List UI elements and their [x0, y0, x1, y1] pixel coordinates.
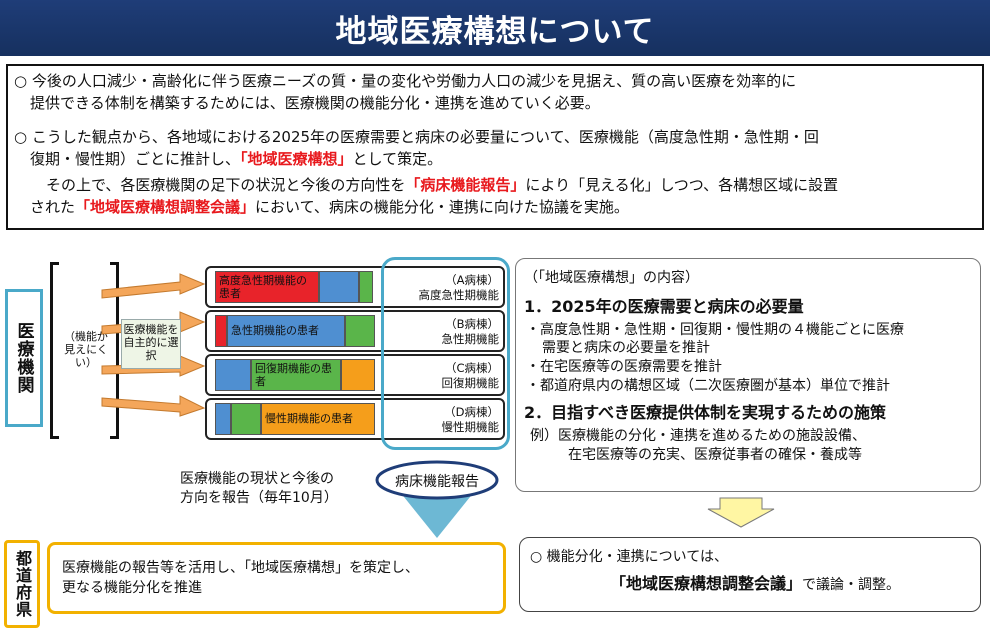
plan-item1-bullet: 需要と病床の必要量を推計 [542, 340, 710, 356]
highlight-byosho-kino-hokoku: 「病床機能報告」 [405, 176, 526, 194]
prefecture-label: 都道府県 [4, 540, 40, 628]
council-box: ○ 機能分化・連携については、 「地域医療構想調整会議」で議論・調整。 [519, 537, 981, 612]
down-arrow-icon [400, 492, 474, 538]
page-header: 地域医療構想について [0, 0, 990, 56]
patient-label-a: 高度急性期機能の患者 [219, 274, 307, 300]
report-oval [375, 460, 499, 500]
plan-item2-example: 在宅医療等の充実、医療従事者の確保・養成等 [568, 447, 862, 463]
ward-row-c: 回復期機能の患者 （C病棟）回復期機能 [205, 354, 505, 396]
plan-item1-title: 1．2025年の医療需要と病床の必要量 [524, 297, 804, 316]
intro-line: ○ 今後の人口減少・高齢化に伴う医療ニーズの質・量の変化や労働力人口の減少を見据… [14, 72, 797, 90]
prefecture-text-line: 更なる機能分化を推進 [62, 580, 202, 596]
ward-b-label: （B病棟）急性期機能 [441, 317, 500, 346]
plan-item1-bullet: ・高度急性期・急性期・回復期・慢性期の４機能ごとに医療 [526, 322, 904, 338]
patient-label-d: 慢性期機能の患者 [265, 412, 353, 425]
ward-row-d: 慢性期機能の患者 （D病棟）慢性期機能 [205, 398, 505, 440]
ward-row-b: 急性期機能の患者 （B病棟）急性期機能 [205, 310, 505, 352]
ward-function-highlight [381, 257, 510, 450]
prefecture-text-line: 医療機能の報告等を活用し、「地域医療構想」を策定し、 [62, 560, 419, 576]
intro-line: ○ こうした観点から、各地域における2025年の医療需要と病床の必要量について、… [14, 128, 819, 146]
council-text-line: 「地域医療構想調整会議」で議論・調整。 [610, 574, 901, 593]
medical-institution-label: 医療機関 [5, 289, 43, 427]
report-flow-graphic [375, 460, 499, 538]
page-title: 地域医療構想について [335, 13, 655, 50]
highlight-chiiki-iryo-koso: 「地域医療構想」 [240, 150, 353, 168]
plan-item2-example: 例）医療機能の分化・連携を進めるための施設設備、 [530, 428, 866, 444]
unclear-function-note: （機能が見えにくい） [64, 330, 108, 369]
ward-a-label: （A病棟）高度急性期機能 [418, 273, 500, 302]
prefecture-text: 都道府県 [13, 550, 32, 618]
self-select-note: 医療機能を自主的に選択 [121, 319, 181, 369]
intro-line: された「地域医療構想調整会議」において、病床の機能分化・連携に向けた協議を実施。 [30, 198, 629, 216]
patient-label-c: 回復期機能の患者 [255, 362, 332, 388]
report-description: 医療機能の現状と今後の 方向を報告（毎年10月） [180, 471, 338, 506]
plan-content-box: （「地域医療構想」の内容） 1．2025年の医療需要と病床の必要量 ・高度急性期… [515, 258, 981, 492]
council-highlight: 「地域医療構想調整会議」 [610, 574, 803, 593]
ward-c-label: （C病棟）回復期機能 [441, 361, 500, 390]
arrow-to-row-d [101, 395, 206, 417]
yellow-down-arrow-icon [707, 497, 775, 528]
highlight-chosei-kaigi: 「地域医療構想調整会議」 [75, 198, 256, 216]
intro-line: その上で、各医療機関の足下の状況と今後の方向性を「病床機能報告」により「見える化… [46, 176, 839, 194]
bracket-frame [50, 262, 119, 439]
arrow-to-row-a [101, 273, 206, 299]
ward-d-label: （D病棟）慢性期機能 [441, 405, 500, 434]
council-text-line: ○ 機能分化・連携については、 [530, 549, 728, 565]
report-oval-label: 病床機能報告 [395, 474, 479, 490]
intro-line: 提供できる体制を構築するためには、医療機関の機能分化・連携を進めていく必要。 [30, 94, 600, 112]
intro-box: ○ 今後の人口減少・高齢化に伴う医療ニーズの質・量の変化や労働力人口の減少を見据… [6, 64, 984, 230]
plan-item1-bullet: ・都道府県内の構想区域（二次医療圏が基本）単位で推計 [526, 378, 890, 394]
medical-institution-text: 医療機関 [13, 322, 34, 394]
prefecture-box: 医療機能の報告等を活用し、「地域医療構想」を策定し、 更なる機能分化を推進 [47, 542, 506, 614]
plan-heading: （「地域医療構想」の内容） [524, 270, 699, 286]
patient-label-b: 急性期機能の患者 [231, 324, 319, 337]
plan-item1-bullet: ・在宅医療等の医療需要を推計 [526, 359, 722, 375]
ward-row-a: 高度急性期機能の患者 （A病棟）高度急性期機能 [205, 266, 505, 308]
plan-item2-title: 2．目指すべき医療提供体制を実現するための施策 [524, 403, 887, 422]
intro-line: 復期・慢性期）ごとに推計し、「地域医療構想」として策定。 [30, 150, 443, 168]
